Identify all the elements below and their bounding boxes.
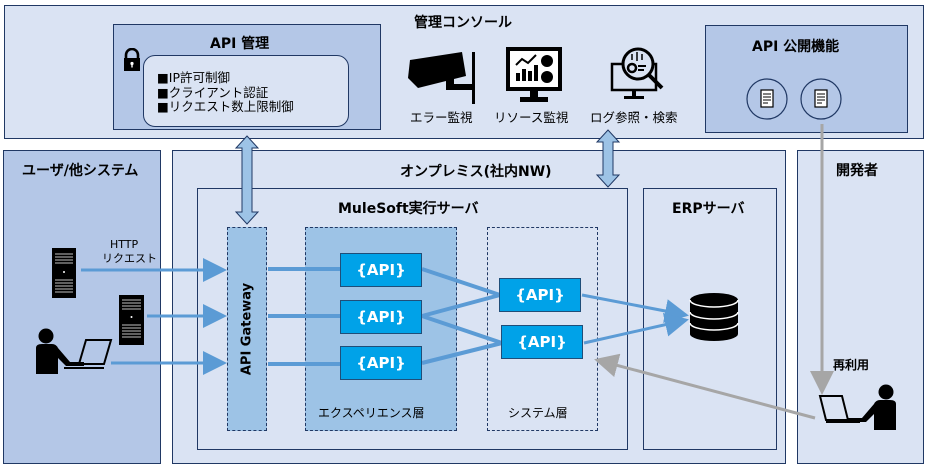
mulesoft-server-title: MuleSoft実行サーバ <box>338 201 479 217</box>
system-api-1[interactable]: {API} <box>499 278 581 312</box>
api-publish-panel <box>705 25 908 133</box>
experience-layer-label: エクスペリエンス層 <box>318 406 425 420</box>
experience-api-1[interactable]: {API} <box>340 253 422 287</box>
reuse-label: 再利用 <box>833 358 870 372</box>
system-api-2[interactable]: {API} <box>501 325 583 359</box>
lock-icon <box>124 48 140 71</box>
api-publish-title: API 公開機能 <box>752 39 840 55</box>
management-console-title: 管理コンソール <box>414 15 512 31</box>
http-request-label-line1: HTTP <box>110 238 139 251</box>
developer-laptop-icon <box>818 384 896 430</box>
api-management-title: API 管理 <box>210 36 270 52</box>
resource-monitoring-label: リソース監視 <box>494 110 569 125</box>
erp-server-title: ERPサーバ <box>672 201 745 217</box>
log-search-icon <box>610 47 664 99</box>
feature-ip-control: ■IP許可制御 <box>157 70 231 85</box>
log-search-label: ログ参照・検索 <box>590 110 678 125</box>
feature-client-auth: ■クライアント認証 <box>157 85 269 100</box>
database-icon <box>689 293 739 341</box>
dashboard-monitor-icon <box>506 47 562 102</box>
experience-api-3[interactable]: {API} <box>340 346 422 380</box>
api-gateway[interactable] <box>227 227 267 431</box>
document-icon[interactable] <box>746 78 788 120</box>
system-layer-label: システム層 <box>508 406 568 420</box>
developer-title: 開発者 <box>836 163 878 179</box>
user-laptop-icon <box>36 328 113 374</box>
api-management-feature-list <box>143 55 349 127</box>
experience-api-2[interactable]: {API} <box>340 300 422 334</box>
document-icon[interactable] <box>800 78 842 120</box>
camera-icon <box>408 52 475 104</box>
developer-panel <box>797 150 924 464</box>
api-gateway-label: API Gateway <box>239 282 255 376</box>
http-request-label-line2: リクエスト <box>102 252 157 265</box>
server-icon <box>52 248 76 298</box>
onprem-title: オンプレミス(社内NW) <box>400 164 552 180</box>
users-title: ユーザ/他システム <box>22 163 139 179</box>
feature-rate-limit: ■リクエスト数上限制御 <box>157 99 294 114</box>
server-icon <box>119 295 144 345</box>
error-monitoring-label: エラー監視 <box>410 110 473 125</box>
